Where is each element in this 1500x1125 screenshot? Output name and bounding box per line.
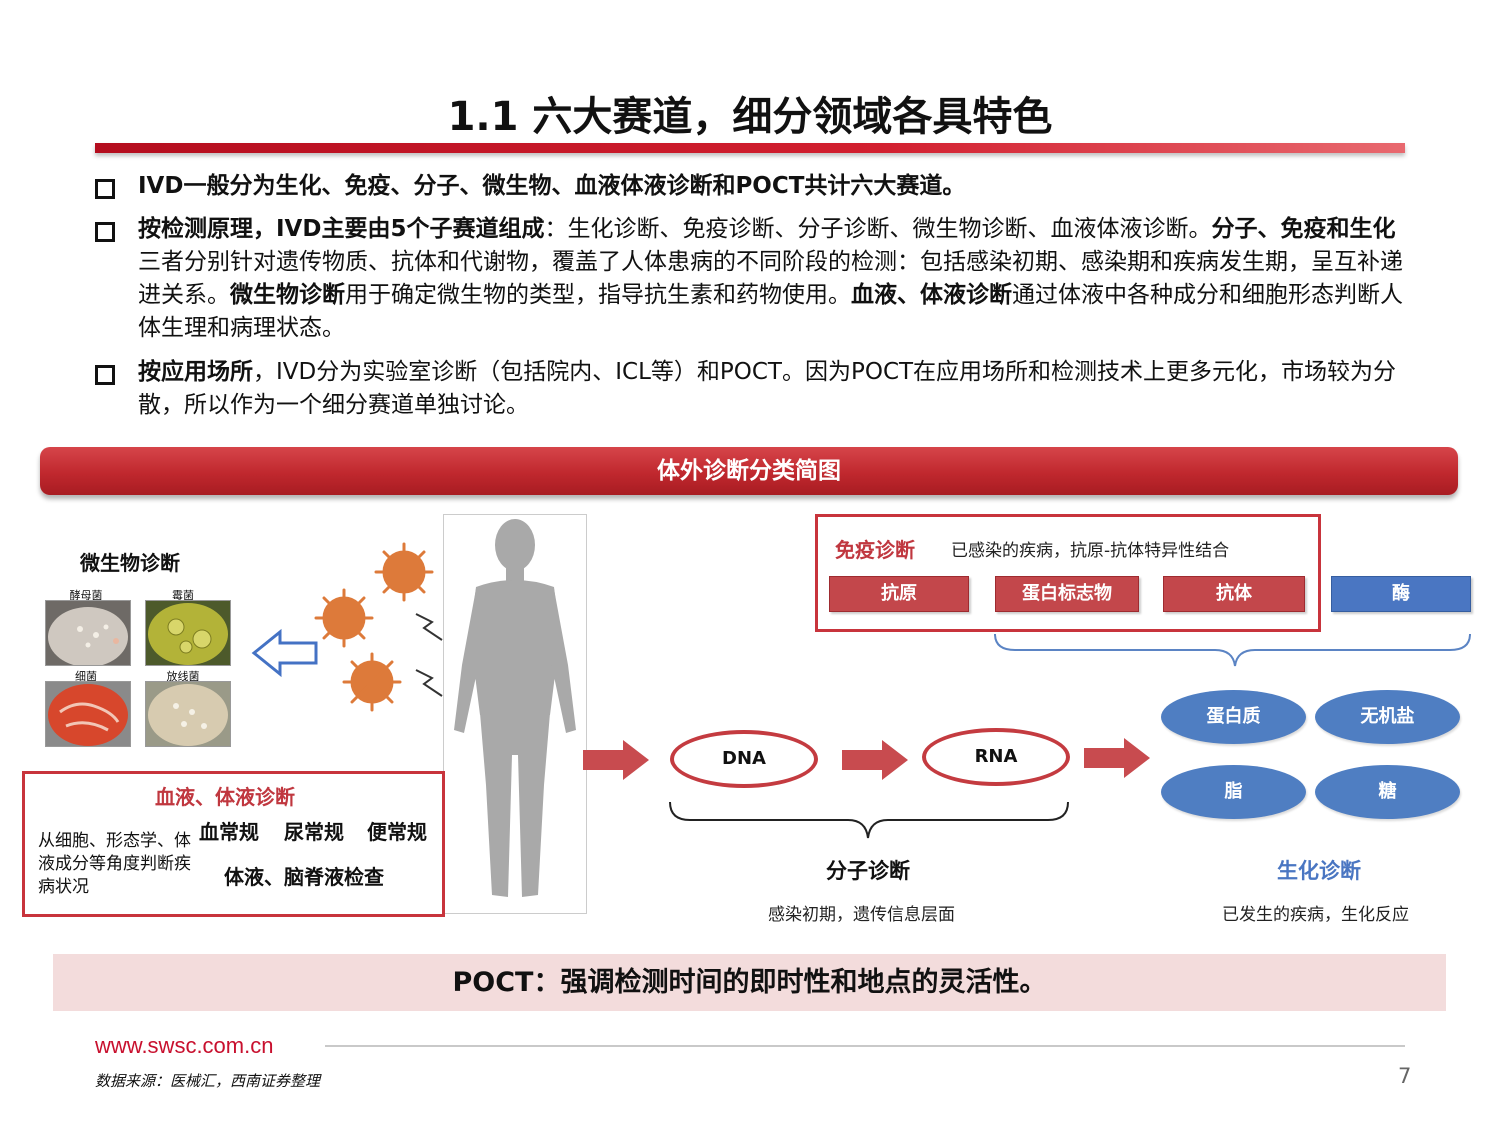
dish-label-bacteria: 细菌 — [75, 670, 97, 683]
bullet-2-text-3: 用于确定微生物的类型，指导抗生素和药物使用。 — [345, 282, 851, 308]
immune-title: 免疫诊断 — [835, 538, 915, 562]
molecular-title: 分子诊断 — [826, 859, 910, 883]
dish-label-actinomyces: 放线菌 — [166, 670, 200, 683]
bullet-square-icon — [95, 365, 115, 385]
bullet-2-text-1: ：生化诊断、免疫诊断、分子诊断、微生物诊断、血液体液诊断。 — [544, 216, 1212, 242]
bullet-3-text-1: ，IVD分为实验室诊断（包括院内、ICL等）和POCT。因为POCT在应用场所和… — [138, 359, 1397, 418]
blood-item-stool: 便常规 — [367, 820, 427, 844]
pill-antibody: 抗体 — [1163, 576, 1305, 612]
actinomyces-dish-image — [145, 681, 231, 747]
rna-ellipse: RNA — [922, 728, 1070, 786]
bullet-2-text-2: 三者分别针对遗传物质、抗体和代谢物，覆盖了人体患病的不同阶段的检测：包括感染初期… — [138, 249, 1403, 308]
blood-diagnosis-box — [22, 771, 445, 917]
dna-ellipse: DNA — [670, 730, 818, 788]
pill-protein-marker: 蛋白标志物 — [995, 576, 1139, 612]
page-title: 1.1 六大赛道，细分领域各具特色 — [447, 94, 1053, 140]
bullet-1-text: IVD一般分为生化、免疫、分子、微生物、血液体液诊断和POCT共计六大赛道。 — [138, 173, 966, 199]
bullet-square-icon — [95, 179, 115, 199]
footer-source: 数据来源：医械汇，西南证券整理 — [95, 1072, 321, 1090]
blood-item-fluid: 体液、脑脊液检查 — [224, 865, 384, 889]
bullet-2-bold-2: 分子、免疫和生化 — [1211, 216, 1396, 242]
mold-dish-image — [145, 600, 231, 666]
dish-label-yeast: 酵母菌 — [69, 589, 103, 602]
virus-icon — [314, 542, 434, 712]
page-number: 7 — [1398, 1064, 1412, 1088]
lightning-icon — [415, 613, 443, 697]
blood-item-routine: 血常规 — [199, 820, 259, 844]
human-figure-frame — [443, 514, 587, 914]
bullet-1: IVD一般分为生化、免疫、分子、微生物、血液体液诊断和POCT共计六大赛道。 — [95, 170, 1415, 203]
bullet-3-bold-1: 按应用场所 — [138, 359, 253, 385]
pill-antigen: 抗原 — [829, 576, 969, 612]
arrow-right-icon — [1084, 738, 1150, 778]
micro-title: 微生物诊断 — [80, 551, 180, 575]
biochem-salt: 无机盐 — [1315, 690, 1460, 744]
biochem-title: 生化诊断 — [1277, 859, 1361, 883]
pill-enzyme: 酶 — [1331, 576, 1471, 612]
biochem-protein: 蛋白质 — [1161, 690, 1306, 744]
blood-item-urine: 尿常规 — [284, 820, 344, 844]
immune-diagnosis-box — [815, 514, 1321, 632]
bullet-3: 按应用场所，IVD分为实验室诊断（包括院内、ICL等）和POCT。因为POCT在… — [95, 356, 1415, 422]
arrow-right-icon — [583, 740, 649, 780]
bullet-2-bold-4: 血液、体液诊断 — [851, 282, 1012, 308]
yeast-dish-image — [45, 600, 131, 666]
footer-site: www.swsc.com.cn — [95, 1033, 274, 1058]
human-body-icon — [454, 519, 576, 897]
biochem-desc: 已发生的疾病，生化反应 — [1222, 905, 1409, 925]
biochem-sugar: 糖 — [1315, 765, 1460, 819]
arrow-right-icon — [842, 740, 908, 780]
brace-bottom-icon — [669, 801, 1069, 839]
poct-callout: POCT：强调检测时间的即时性和地点的灵活性。 — [53, 954, 1446, 1011]
footer-rule — [325, 1045, 1405, 1047]
blood-title: 血液、体液诊断 — [155, 785, 295, 809]
immune-desc: 已感染的疾病，抗原-抗体特异性结合 — [951, 541, 1230, 561]
diagram-banner: 体外诊断分类简图 — [40, 447, 1458, 495]
bullet-2-text-4: 通过体液中各种成分和细胞形态判断人体生理和病理状态。 — [138, 282, 1403, 341]
dish-label-mold: 霉菌 — [172, 589, 194, 602]
blood-desc: 从细胞、形态学、体液成分等角度判断疾病状况 — [38, 831, 191, 897]
bullet-2-bold-1: 按检测原理，IVD主要由5个子赛道组成 — [138, 216, 545, 242]
brace-top-icon — [994, 633, 1471, 667]
bullet-2: 按检测原理，IVD主要由5个子赛道组成：生化诊断、免疫诊断、分子诊断、微生物诊断… — [95, 213, 1415, 345]
arrow-left-icon — [251, 628, 318, 678]
biochem-lipid: 脂 — [1161, 765, 1306, 819]
molecular-desc: 感染初期，遗传信息层面 — [768, 905, 955, 925]
bullet-square-icon — [95, 222, 115, 242]
bacteria-dish-image — [45, 681, 131, 747]
bullet-2-bold-3: 微生物诊断 — [230, 282, 345, 308]
title-underline — [95, 143, 1405, 153]
